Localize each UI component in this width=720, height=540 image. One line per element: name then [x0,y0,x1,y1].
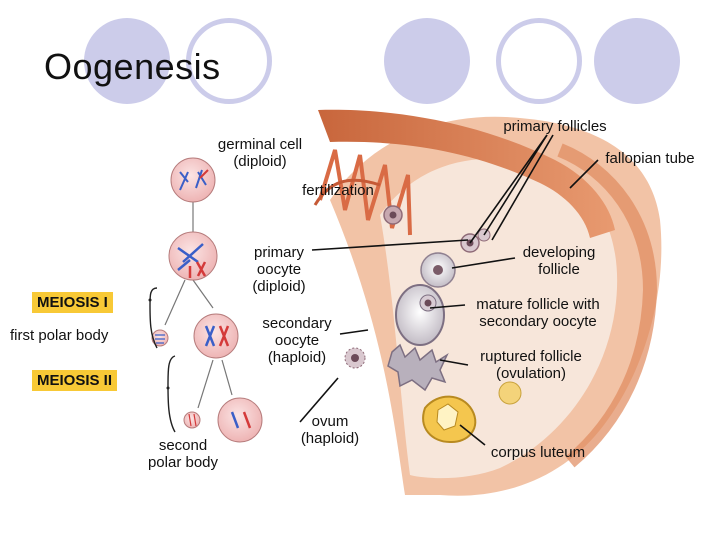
label-developing-follicle: developing follicle [522,244,596,278]
label-fertilization: fertilization [302,182,374,199]
label-primary-oocyte: primary oocyte (diploid) [252,244,306,295]
label-germinal-cell: germinal cell (diploid) [217,136,303,170]
pointer-lines [299,134,599,446]
label-meiosis-2: MEIOSIS II [32,370,118,391]
label-mature-follicle: mature follicle with secondary oocyte [476,296,600,330]
deco-circle-1 [84,18,170,104]
fallopian-tube [313,109,615,238]
page-title: Oogenesis [44,46,221,87]
label-ruptured-follicle: ruptured follicle (ovulation) [480,348,582,382]
deco-circle-3 [384,18,470,104]
label-corpus-luteum: corpus luteum [490,444,586,461]
label-secondary-oocyte: secondary oocyte (haploid) [262,315,332,366]
label-second-polar-body: second polar body [147,437,219,471]
label-primary-follicles: primary follicles [503,118,607,135]
deco-circle-4 [496,18,582,104]
deco-circle-5 [594,18,680,104]
follicles [344,205,522,444]
cell-lineage [148,157,263,443]
deco-circle-2 [186,18,272,104]
label-ovum: ovum (haploid) [300,413,360,447]
label-meiosis-1: MEIOSIS I [32,292,113,313]
label-first-polar-body: first polar body [10,327,109,344]
label-fallopian-tube: fallopian tube [605,150,695,167]
